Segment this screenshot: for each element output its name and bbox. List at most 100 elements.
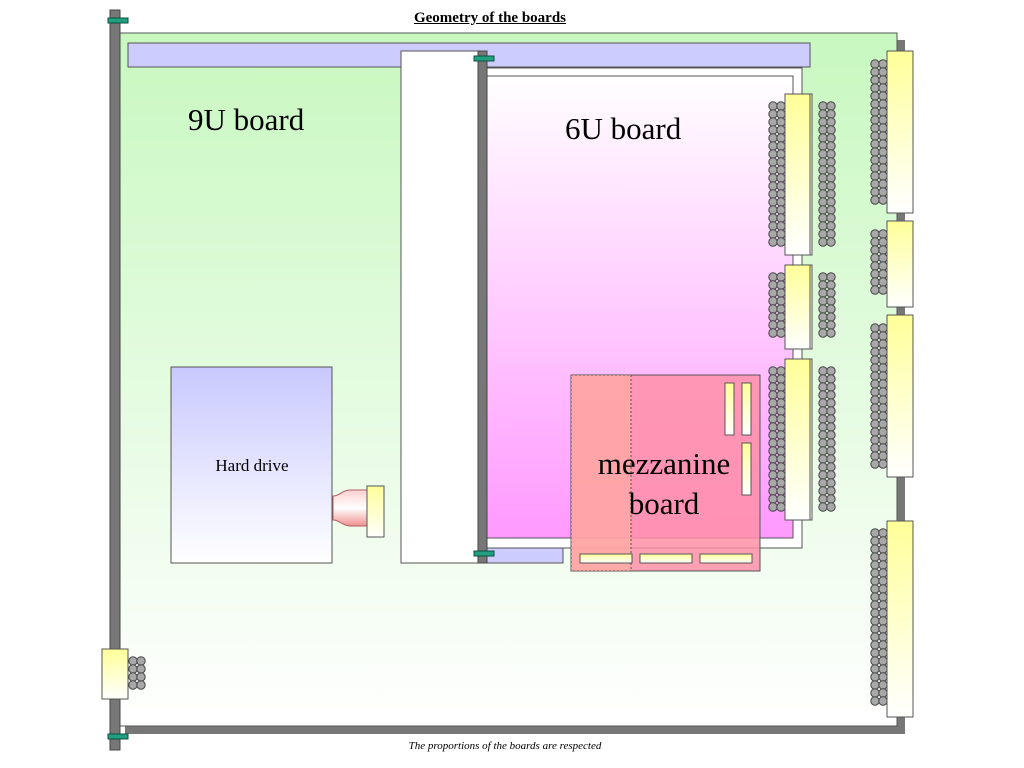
connector-pin — [818, 205, 828, 215]
connector-pin — [818, 221, 828, 231]
connector-pin — [818, 229, 828, 239]
connector-pin — [818, 494, 828, 504]
latch-icon — [107, 17, 129, 24]
mezzanine-slot — [741, 442, 752, 496]
connector-pin — [818, 280, 828, 290]
connector-pin — [768, 101, 778, 111]
connector-pin — [818, 414, 828, 424]
connector-pin — [878, 560, 888, 570]
diagram-title: Geometry of the boards — [413, 10, 567, 26]
connector-pin — [870, 387, 880, 397]
connector-pin — [826, 189, 836, 199]
connector-pin — [818, 366, 828, 376]
connector-pin — [870, 592, 880, 602]
connector-pin — [818, 181, 828, 191]
connector-pin — [776, 382, 786, 392]
connector-pin — [768, 173, 778, 183]
connector-pin — [818, 422, 828, 432]
connector-pin — [768, 205, 778, 215]
connector-pin — [768, 470, 778, 480]
connector-pin — [870, 459, 880, 469]
label-6u-board: 6U board — [565, 111, 682, 146]
connector-pin — [776, 446, 786, 456]
connector-pin — [136, 672, 146, 682]
connector-pin — [870, 59, 880, 69]
connector-pin — [128, 672, 138, 682]
connector-pin — [878, 123, 888, 133]
connector-pin — [878, 688, 888, 698]
connector-pin — [768, 328, 778, 338]
connectors-6u — [768, 93, 836, 521]
label-hard-drive: Hard drive — [215, 456, 289, 475]
connector-pin — [878, 632, 888, 642]
connector-pin — [878, 443, 888, 453]
connector-pin — [870, 600, 880, 610]
connector-pin — [878, 355, 888, 365]
connector-pin — [878, 91, 888, 101]
connector-pin — [878, 107, 888, 117]
connector-pin — [878, 696, 888, 706]
connector-pin — [818, 133, 828, 143]
connector-pin — [878, 179, 888, 189]
connector-pin — [870, 632, 880, 642]
connector-pin — [870, 237, 880, 247]
connector-pin — [818, 165, 828, 175]
connector-pin — [870, 616, 880, 626]
front-panel-rail-9u — [109, 9, 121, 751]
connector-pin — [878, 323, 888, 333]
connector-pin — [818, 237, 828, 247]
connector-pin — [776, 374, 786, 384]
connector-pin — [878, 363, 888, 373]
connector-pin — [818, 149, 828, 159]
connector-pin — [768, 304, 778, 314]
connector-pin — [878, 147, 888, 157]
mezzanine-slot — [639, 553, 693, 564]
connector-pin — [870, 576, 880, 586]
connector-pin — [870, 371, 880, 381]
connector-pin — [878, 99, 888, 109]
connector-pin — [878, 347, 888, 357]
connector-pin — [878, 568, 888, 578]
connector-pin — [878, 387, 888, 397]
connector-pin — [878, 195, 888, 205]
connector-pin — [878, 187, 888, 197]
connector-pin — [826, 406, 836, 416]
connector-pin — [818, 125, 828, 135]
connector-pin — [818, 478, 828, 488]
connector-pin — [776, 486, 786, 496]
connector-pin — [878, 67, 888, 77]
connector-pin — [878, 253, 888, 263]
connector-pin — [818, 398, 828, 408]
connector-pin — [826, 320, 836, 330]
connector-pin — [776, 366, 786, 376]
connector-pin — [776, 149, 786, 159]
connector-pin — [776, 125, 786, 135]
connector-pin — [768, 165, 778, 175]
connector-pin — [870, 147, 880, 157]
connector-pin — [878, 427, 888, 437]
connector-pin — [878, 656, 888, 666]
connector-pin — [878, 285, 888, 295]
connector-pin — [768, 414, 778, 424]
connector-pin — [136, 656, 146, 666]
connector-pin — [878, 339, 888, 349]
connector-pin — [818, 296, 828, 306]
connector-pin — [826, 173, 836, 183]
mezzanine-slot — [741, 382, 752, 436]
connector-pin — [776, 328, 786, 338]
connector-pin — [768, 221, 778, 231]
connector-pin — [826, 438, 836, 448]
connector-pin — [826, 478, 836, 488]
connector-pin — [768, 312, 778, 322]
connector-pin — [878, 672, 888, 682]
connector-pin — [878, 379, 888, 389]
connector-pin — [870, 640, 880, 650]
connector-pin — [776, 478, 786, 488]
connector-pin — [768, 213, 778, 223]
connector-pin — [776, 312, 786, 322]
connector-pin — [818, 189, 828, 199]
connector-pin — [768, 478, 778, 488]
connector-pin — [776, 288, 786, 298]
connector-pin — [826, 272, 836, 282]
